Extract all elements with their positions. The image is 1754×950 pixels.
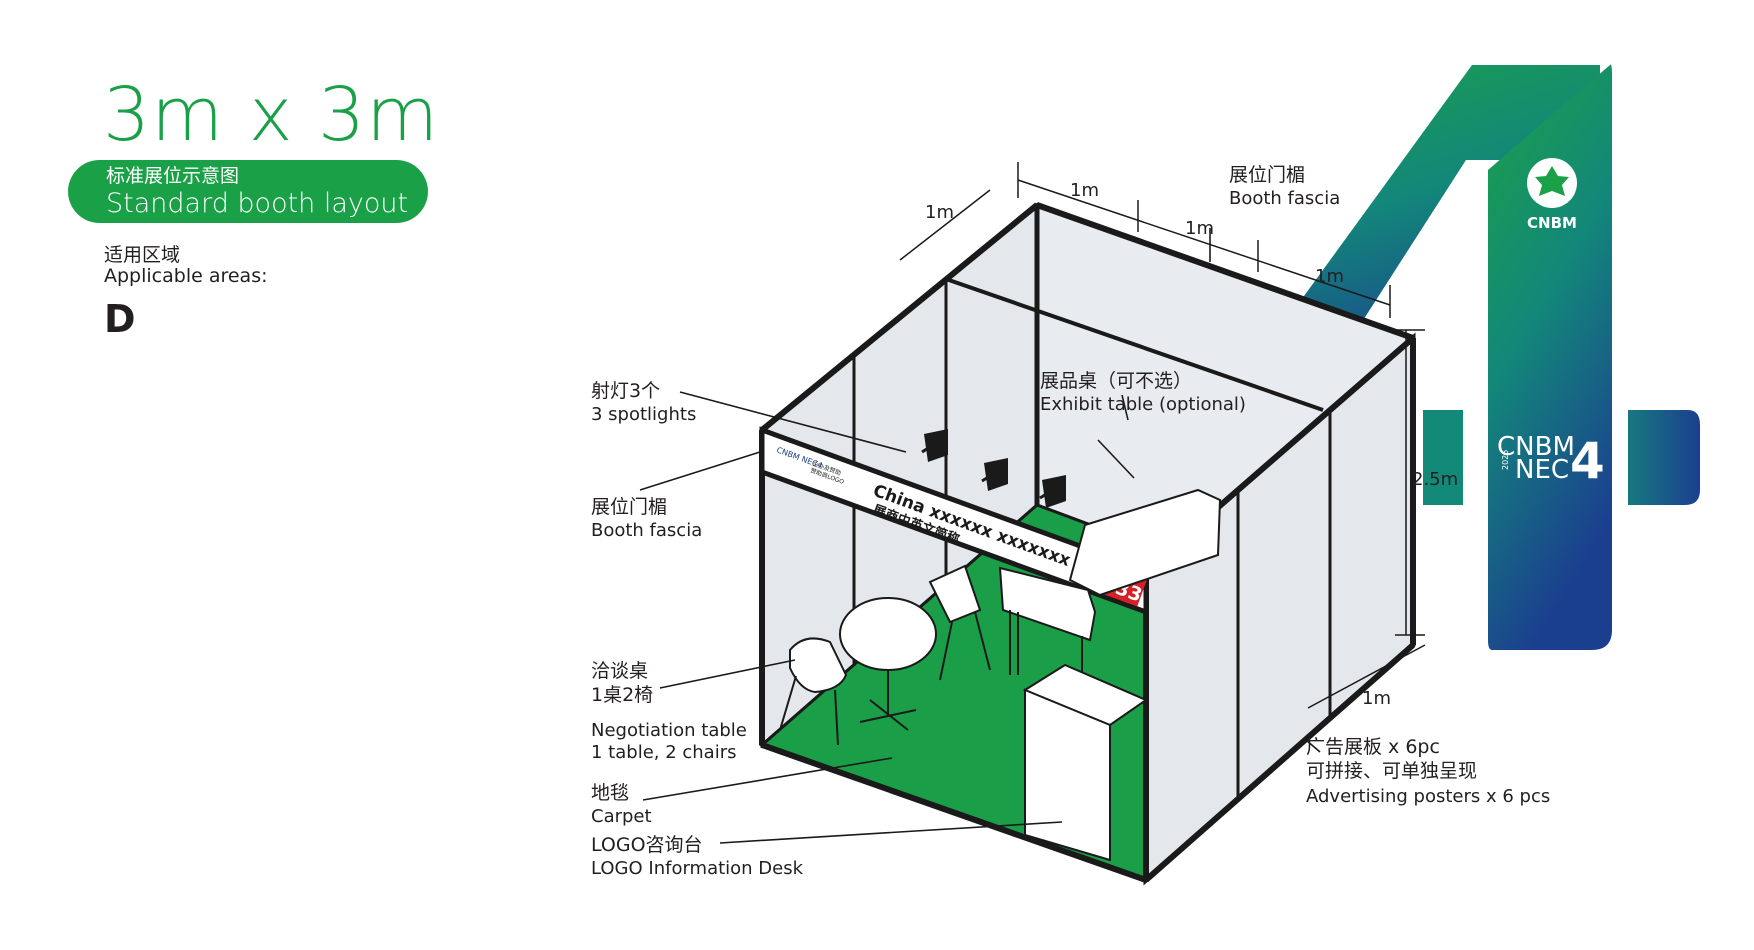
- brand-vertical-bar: [1488, 64, 1612, 650]
- spotlight-icon: [981, 458, 1008, 491]
- negotiation-set: [779, 564, 991, 746]
- dim-height: 2.5m: [1412, 469, 1458, 490]
- posters-label-cn-2: 可拼接、可单独呈现: [1306, 759, 1478, 782]
- brand-d-shape: [1628, 410, 1700, 505]
- carpet-label-cn: 地毯: [591, 782, 630, 804]
- subtitle-cn: 标准展位示意图: [106, 165, 240, 187]
- fascia-left-label: 展位门楣 Booth fascia: [591, 496, 702, 542]
- fascia-top-label: 展位门楣 Booth fascia: [1229, 164, 1340, 210]
- cnbm-emblem-icon: [1527, 158, 1577, 208]
- fascia-left-label-en: Booth fascia: [591, 519, 703, 541]
- spotlights-label-cn: 射灯3个: [591, 380, 661, 402]
- exhibit-table-label-cn: 展品桌（可不选）: [1040, 370, 1193, 392]
- spotlights-label-en: 3 spotlights: [591, 403, 697, 425]
- round-table: [839, 597, 937, 671]
- fascia-top-label-cn: 展位门楣: [1229, 164, 1306, 186]
- areas-label-en: Applicable areas:: [104, 265, 268, 287]
- dimension-lines: [899, 162, 1426, 709]
- desk-label: LOGO咨询台 LOGO Information Desk: [591, 834, 803, 880]
- title-pill: 标准展位示意图 Standard booth layout: [68, 160, 428, 223]
- spotlight-icon: [921, 429, 948, 462]
- chair-back: [928, 564, 982, 624]
- event-logo-line1: CNBM: [1497, 432, 1575, 462]
- fascia-top-label-en: Booth fascia: [1229, 187, 1341, 209]
- negotiation-label: 洽谈桌 1桌2椅 Negotiation table 1 table, 2 ch…: [591, 660, 747, 765]
- posters-label-cn-1: 广告展板 x 6pc: [1306, 736, 1440, 758]
- desk-label-en: LOGO Information Desk: [591, 857, 804, 879]
- brand-teal-block: [1423, 410, 1463, 505]
- exhibit-table: [998, 488, 1222, 690]
- negotiation-label-en-2: 1 table, 2 chairs: [591, 742, 737, 763]
- posters-label-en: Advertising posters x 6 pcs: [1306, 785, 1551, 807]
- carpet-label-en: Carpet: [591, 805, 652, 827]
- leader-lines: [639, 228, 1321, 844]
- subtitle-en: Standard booth layout: [106, 188, 409, 219]
- event-logo-line2: NEC: [1515, 455, 1569, 485]
- booth-size-title: 3m x 3m: [103, 72, 440, 158]
- spotlights: [921, 429, 1066, 508]
- event-logo-digit: 4: [1570, 432, 1605, 490]
- desk-label-cn: LOGO咨询台: [591, 834, 703, 856]
- areas-label-cn: 适用区域: [104, 244, 181, 266]
- exhibit-table-label-en: Exhibit table (optional): [1040, 393, 1246, 415]
- posters-label: 广告展板 x 6pc 可拼接、可单独呈现 Advertising posters…: [1306, 736, 1550, 808]
- areas-value: D: [104, 297, 136, 341]
- negotiation-label-cn-1: 洽谈桌: [591, 660, 649, 682]
- info-desk: [1022, 663, 1149, 862]
- dim-side: 1m: [1362, 688, 1391, 709]
- dim-width-2: 1m: [1185, 218, 1214, 239]
- carpet-label: 地毯 Carpet: [591, 782, 652, 828]
- dim-depth: 1m: [925, 202, 954, 223]
- event-logo-year: 2025: [1501, 450, 1510, 470]
- dim-width-1: 1m: [1070, 180, 1099, 201]
- fascia-left-label-cn: 展位门楣: [591, 496, 668, 518]
- spotlight-icon: [1039, 475, 1066, 508]
- chair-front: [789, 637, 848, 694]
- spotlights-label: 射灯3个 3 spotlights: [591, 380, 696, 426]
- cnbm-brand-text: CNBM: [1527, 214, 1577, 232]
- exhibit-table-label: 展品桌（可不选） Exhibit table (optional): [1040, 370, 1246, 416]
- negotiation-label-cn-2: 1桌2椅: [591, 683, 654, 706]
- negotiation-label-en-1: Negotiation table: [591, 719, 747, 741]
- dim-width-3: 1m: [1315, 266, 1344, 287]
